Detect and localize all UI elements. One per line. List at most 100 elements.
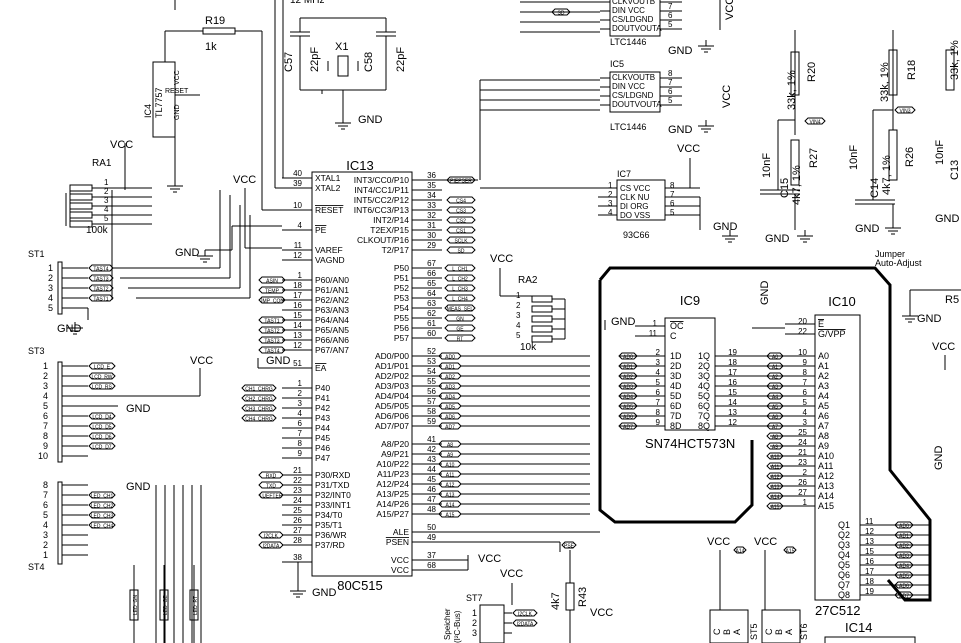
- st6-vcc: VCC: [754, 536, 777, 548]
- st4-pin: 3: [43, 530, 48, 540]
- net-ad0: AD0: [445, 355, 455, 361]
- net-ic9-in: [618, 422, 638, 430]
- net-a13: [438, 490, 462, 498]
- net-st3: [88, 432, 116, 440]
- ic5-pin-number: 5: [668, 96, 673, 105]
- net-rxd: [258, 471, 284, 479]
- ra2-resistor: [531, 305, 553, 313]
- ic13-right-pin-name: AD3/P03: [375, 381, 409, 391]
- ic10-a-pin-number: 6: [803, 388, 808, 397]
- r26-ref: R26: [904, 147, 916, 167]
- net-ic10-a: A15: [771, 505, 780, 511]
- ra1-resistor: [69, 202, 93, 210]
- net-jmp-con: JMP_CON: [260, 299, 284, 305]
- net-ic10-a: [766, 432, 784, 440]
- ic9-d-pin-number: 2: [656, 348, 661, 357]
- ic10-part: 27C512: [815, 603, 861, 618]
- st1-ref: ST1: [28, 249, 45, 259]
- st1-body: [57, 261, 63, 315]
- ic9-q-pin-number: 12: [728, 418, 737, 427]
- net-ic10-q: [894, 581, 914, 589]
- st1-gnd-label: GND: [57, 323, 82, 335]
- ic5-part: LTC1446: [610, 122, 646, 132]
- ic13-left-pin-name: P47: [315, 453, 330, 463]
- ic5-gnd: GND: [668, 124, 693, 136]
- net-ic9-out: [766, 362, 784, 370]
- ic13-right-pin-number: 61: [427, 319, 436, 328]
- ic13-gnd-label: GND: [312, 587, 337, 599]
- ic7-pin-number: 1: [608, 181, 613, 190]
- net-sclk: SCLK: [454, 239, 468, 245]
- net-ad0: [438, 352, 462, 360]
- st4-pin: 5: [43, 510, 48, 520]
- st4-pin: 1: [43, 550, 48, 560]
- ic10-a-pin-number: 2: [803, 468, 808, 477]
- ic5-pin-label: CS/LDGND: [612, 91, 654, 100]
- ic13-right-pin-name: INT6/CC3/P13: [354, 205, 410, 215]
- net-ch4-chrg: CH4_CHRG: [245, 417, 273, 423]
- net-ic9-out: [766, 372, 784, 380]
- net-ch2-chrg: [241, 394, 277, 402]
- net-ge: [444, 324, 476, 332]
- net-ic10-a: [766, 472, 784, 480]
- net-st1: [88, 264, 114, 272]
- ic13-right-pin-name: AD2/P02: [375, 371, 409, 381]
- ic10-a-pin-number: 27: [798, 488, 807, 497]
- ic10-q-pin-number: 16: [865, 557, 874, 566]
- ic13-right-pin-name: VCC: [391, 565, 409, 575]
- net-l_ch4: [444, 294, 476, 302]
- ra2-resistor: [531, 325, 553, 333]
- bus-outline: [598, 280, 754, 524]
- ic13-ref: IC13: [346, 158, 373, 173]
- net-ic9-in: [618, 382, 638, 390]
- ic13-right-pin-number: 52: [427, 347, 436, 356]
- ra1-pin: 4: [104, 205, 109, 214]
- ic10-a-pin: A13: [818, 481, 834, 491]
- ic13-right-pin-name: P50: [394, 263, 409, 273]
- ic13-left-pin-number: 28: [293, 536, 302, 545]
- ic4-reset-pin: RESET: [165, 88, 189, 95]
- ic10-q-pin: Q3: [838, 540, 850, 550]
- ic13-left-pin-number: 12: [293, 341, 302, 350]
- net-ic10-q: [894, 561, 914, 569]
- net-tast1: [258, 316, 286, 324]
- net-ch2-chrg: CH2_CHRG: [245, 397, 273, 403]
- net-cs2: CS2: [456, 219, 466, 225]
- c58-ref: C58: [363, 52, 375, 72]
- ic10-q-pin: Q6: [838, 570, 850, 580]
- ic10-a-pin: A12: [818, 471, 834, 481]
- ic9-q-pin: 1Q: [698, 351, 710, 361]
- ic13-right-pin-name: A14/P26: [376, 499, 409, 509]
- ic10-body: [814, 314, 861, 601]
- ltc1446-top-pin-label: CS/LDGND: [612, 15, 654, 24]
- ic13-left-pin-name: VAGND: [315, 255, 345, 265]
- ic10-a-pin: A1: [818, 361, 829, 371]
- st4-gnd-label: GND: [126, 481, 151, 493]
- ic10-q-pin-number: 15: [865, 547, 874, 556]
- ic13-right-pin-name: CLKOUT/P16: [357, 235, 409, 245]
- r19-value: 1k: [205, 41, 217, 53]
- net-st3: [88, 382, 116, 390]
- net-jmp-con: [258, 296, 286, 304]
- ic10-q-pin: Q1: [838, 520, 850, 530]
- st3-pin: 9: [43, 441, 48, 451]
- st5-pin: A: [732, 629, 742, 635]
- ic13-left-pin-number: 38: [293, 553, 302, 562]
- st3-pin: 6: [43, 411, 48, 421]
- ic13-right-pin-name: A9/P21: [381, 449, 409, 459]
- ic13-right-pin-number: 32: [427, 211, 436, 220]
- net-l_ch1: L_CH1: [452, 267, 468, 273]
- net-ic9-out: A7: [772, 425, 778, 431]
- net-a15: [783, 546, 797, 554]
- net-st3: LCD_D7: [92, 445, 111, 451]
- ic10-pin-label: E: [818, 319, 824, 329]
- r5-vcc: VCC: [932, 341, 955, 353]
- ic9-pin-label: OC: [670, 321, 684, 331]
- ic9-q-pin-number: 13: [728, 408, 737, 417]
- ic13-left-pin-number: 15: [293, 311, 302, 320]
- ic13-right-pin-number: 56: [427, 387, 436, 396]
- ic10-q-pin: Q5: [838, 560, 850, 570]
- net-ic9-out: A6: [772, 415, 778, 421]
